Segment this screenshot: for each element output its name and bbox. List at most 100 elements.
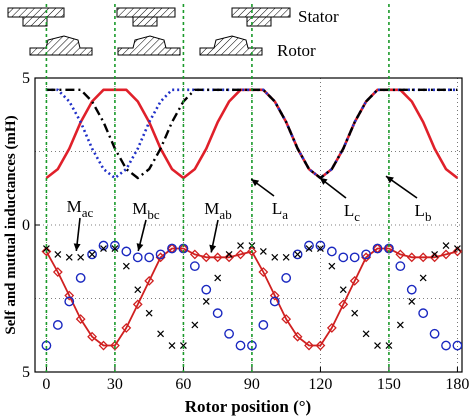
point-Mac-8 (134, 286, 142, 294)
series-line-Lb (46, 88, 458, 180)
point-Mab-36 (452, 246, 462, 257)
point-Mac-9 (145, 309, 153, 317)
x-tick-label-1: 30 (107, 376, 123, 393)
point-Mac-24 (317, 245, 324, 252)
series-Mac (42, 242, 461, 349)
point-Mbc-14 (201, 284, 212, 295)
point-Mbc-6 (110, 240, 120, 251)
point-Mbc-13 (189, 261, 200, 272)
point-Mac-2 (65, 253, 73, 261)
point-Mab-13 (189, 249, 200, 260)
point-Mac-32 (408, 298, 416, 305)
point-Mac-3 (77, 253, 85, 261)
rotor-pole-90 (199, 35, 263, 56)
stator-pole-0 (7, 7, 65, 27)
y-tick-label-0: 5 (22, 70, 30, 87)
point-Mbc-27 (349, 252, 360, 263)
series-Mab (41, 243, 462, 351)
x-tick-label-5: 150 (377, 376, 401, 393)
point-Mac-5 (100, 245, 107, 252)
point-Mab-31 (395, 249, 406, 260)
x-tick-label-3: 90 (244, 376, 260, 393)
point-Mbc-36 (452, 340, 462, 351)
point-Mac-12 (179, 342, 187, 349)
point-Mbc-4 (87, 249, 97, 260)
point-Mbc-7 (121, 246, 132, 257)
alignment-lines (45, 4, 390, 372)
point-Mbc-1 (52, 320, 63, 330)
point-Mab-27 (349, 275, 360, 286)
point-Mab-26 (338, 299, 349, 310)
point-Mab-10 (155, 252, 166, 263)
annotation-Mac: Mac (67, 197, 94, 252)
x-tick-label-0: 0 (42, 376, 50, 393)
point-Mab-32 (406, 252, 417, 263)
point-Mab-23 (304, 340, 314, 351)
point-Mab-20 (269, 290, 280, 301)
point-Mab-1 (52, 267, 63, 277)
point-Mab-14 (201, 252, 212, 263)
y-axis-label: Self and mutual inductances (mH) (3, 115, 19, 334)
annotation-label-Lc: Lc (344, 201, 360, 224)
annotation-arrowhead-Mbc (136, 243, 144, 251)
point-Mac-35 (442, 242, 450, 250)
point-Mab-15 (212, 252, 223, 263)
point-Mac-10 (157, 330, 165, 338)
point-Mac-26 (339, 286, 347, 294)
point-Mbc-28 (361, 249, 371, 260)
y-tick-labels: 505 (22, 70, 30, 381)
point-Mbc-8 (132, 252, 143, 263)
point-Mab-2 (64, 290, 75, 301)
point-Mac-31 (396, 321, 404, 329)
annotation-La: La (250, 178, 288, 222)
point-Mbc-35 (441, 340, 451, 351)
point-Mab-33 (418, 252, 429, 263)
point-Mac-23 (305, 245, 313, 252)
point-Mbc-25 (326, 246, 337, 257)
rotor-pole-0 (29, 35, 93, 56)
point-Mbc-11 (167, 243, 177, 254)
point-Mbc-15 (212, 308, 223, 319)
annotation-label-La: La (272, 199, 288, 222)
point-Mab-8 (132, 299, 143, 310)
point-Mbc-5 (98, 240, 109, 251)
annotation-arrowhead-Mac (73, 243, 81, 251)
annotation-Lb: Lb (385, 175, 431, 224)
point-Mab-16 (224, 252, 235, 263)
annotation-Mbc: Mbc (132, 199, 160, 252)
annotation-label-Mbc: Mbc (132, 199, 160, 222)
point-Mbc-16 (224, 328, 234, 339)
point-Mac-16 (225, 250, 233, 258)
series-line-La (45, 88, 459, 180)
point-Mac-20 (271, 253, 279, 261)
point-Mbc-29 (372, 243, 383, 254)
point-Mac-22 (294, 250, 302, 258)
point-Mac-25 (328, 262, 336, 270)
y-tick-label-2: 5 (22, 364, 30, 381)
axis-ticks (35, 77, 458, 373)
series-Lb (46, 88, 458, 180)
x-tick-label-6: 180 (445, 376, 469, 393)
annotation-arrowhead-Lb (385, 176, 394, 184)
point-Mbc-19 (258, 320, 269, 330)
point-Mac-7 (122, 262, 130, 270)
point-Mbc-33 (418, 308, 429, 319)
point-Mab-19 (258, 267, 269, 277)
point-Mac-19 (259, 248, 267, 255)
annotation-label-Mab: Mab (204, 199, 231, 222)
rotor-pole-30 (117, 35, 181, 56)
point-Mbc-31 (395, 261, 406, 272)
point-Mab-6 (110, 340, 120, 351)
point-Mab-0 (41, 246, 52, 257)
series-line-Lc (46, 88, 458, 180)
point-Mbc-2 (64, 296, 75, 307)
point-Mab-7 (121, 322, 132, 333)
point-Mab-21 (281, 314, 292, 324)
point-Mac-13 (191, 321, 199, 329)
series-La (45, 88, 459, 180)
point-Mac-17 (237, 242, 244, 250)
point-Mac-14 (202, 298, 210, 305)
point-Mac-6 (111, 245, 119, 252)
point-Mbc-24 (315, 240, 326, 251)
